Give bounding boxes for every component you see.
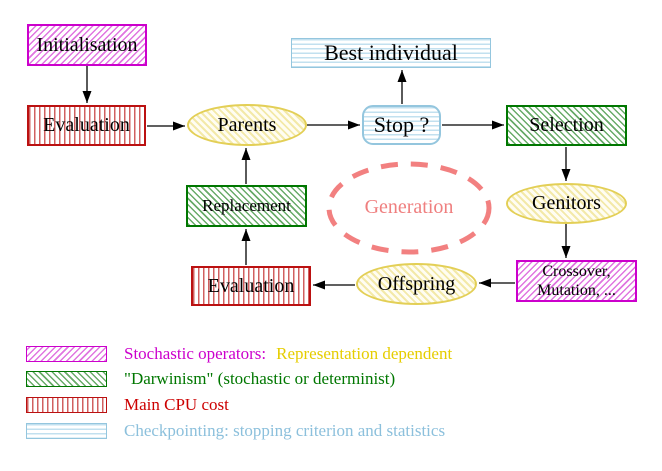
- generation-dashed-ellipse: [326, 161, 492, 255]
- node-parents: Parents: [187, 104, 307, 146]
- node-selection-label: Selection: [529, 114, 604, 136]
- legend-label-checkpointing: Checkpointing: stopping criterion and st…: [124, 421, 446, 440]
- arrow-lines: [82, 66, 571, 290]
- node-selection: Selection: [506, 105, 627, 146]
- node-evaluation-bottom: Evaluation: [191, 266, 311, 306]
- legend-row-darwinism: "Darwinism" (stochastic or determinist): [26, 368, 395, 390]
- node-crossover-mutation: Crossover, Mutation, ...: [516, 260, 637, 302]
- generation-label: Generation: [364, 196, 454, 218]
- node-evaluation-bottom-label: Evaluation: [207, 274, 295, 297]
- node-initialisation: Initialisation: [27, 24, 147, 66]
- node-offspring-label: Offspring: [377, 272, 456, 295]
- node-replacement: Replacement: [186, 185, 307, 227]
- legend-row-checkpointing: Checkpointing: stopping criterion and st…: [26, 420, 445, 442]
- legend-swatch-stochastic: [26, 346, 107, 362]
- node-crossover-line2: Mutation, ...: [537, 282, 616, 299]
- legend-label-stochastic: Stochastic operators:: [124, 344, 267, 363]
- node-best-individual-label: Best individual: [324, 40, 458, 65]
- legend-row-cpu-cost: Main CPU cost: [26, 394, 229, 416]
- node-replacement-label: Replacement: [202, 196, 291, 215]
- legend-label-darwinism: "Darwinism" (stochastic or determinist): [124, 369, 396, 388]
- node-genitors: Genitors: [506, 183, 627, 224]
- node-crossover-line1: Crossover,: [542, 263, 611, 280]
- legend-label-representation: Representation dependent: [276, 344, 453, 363]
- node-evaluation-top-label: Evaluation: [43, 114, 130, 136]
- node-parents-label: Parents: [217, 113, 277, 136]
- legend-swatch-checkpointing: [26, 423, 107, 439]
- node-stop: Stop ?: [362, 105, 441, 145]
- legend-swatch-darwinism: [26, 371, 107, 387]
- legend-swatch-cpu-cost: [26, 397, 107, 413]
- legend-label-cpu-cost: Main CPU cost: [124, 395, 229, 414]
- node-genitors-label: Genitors: [532, 192, 601, 214]
- node-best-individual: Best individual: [291, 38, 491, 68]
- node-initialisation-label: Initialisation: [36, 33, 138, 56]
- node-evaluation-top: Evaluation: [27, 105, 146, 146]
- node-offspring: Offspring: [356, 263, 477, 305]
- legend-row-stochastic: Stochastic operators: Representation dep…: [26, 343, 452, 365]
- node-stop-label: Stop ?: [373, 112, 430, 137]
